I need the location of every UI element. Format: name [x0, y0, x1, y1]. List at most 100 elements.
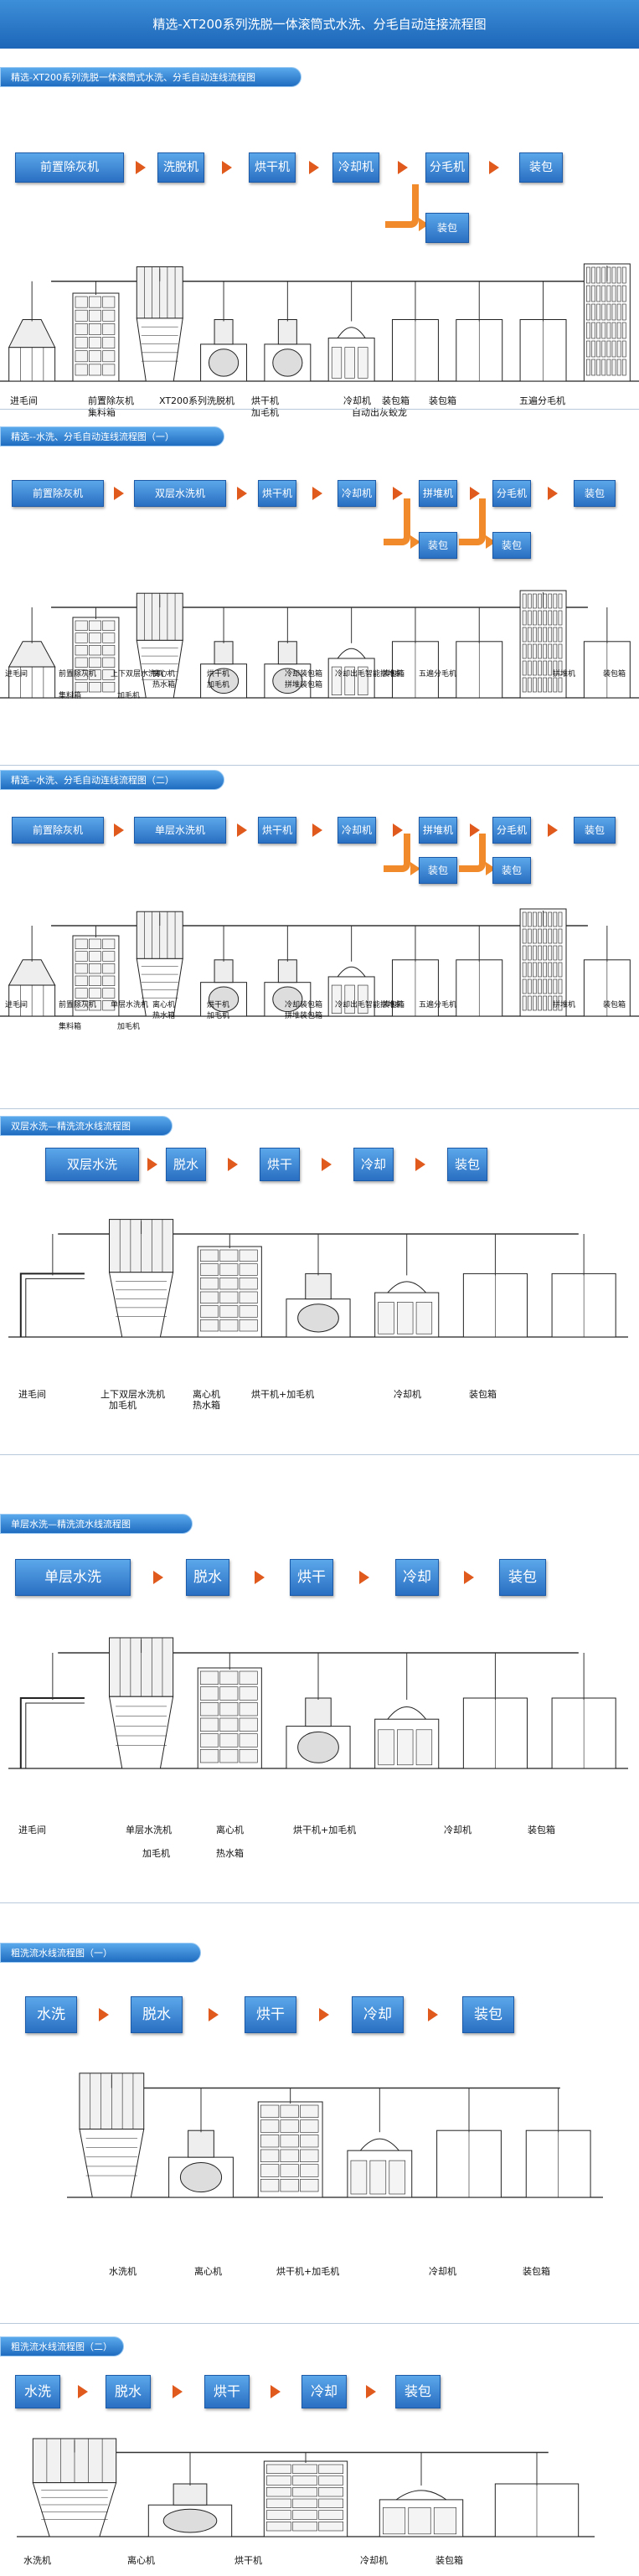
- machine-unit: [72, 935, 120, 1017]
- machine-label: 拼堆机: [553, 670, 576, 679]
- machine-label: 五遍分毛机: [419, 670, 457, 679]
- machine-label: 装包箱: [603, 1001, 626, 1009]
- machine-unit: [374, 1706, 440, 1769]
- process-step-box: 冷却机: [338, 480, 376, 507]
- machine-label: 进毛间: [5, 1001, 28, 1009]
- machine-unit: [147, 2483, 233, 2537]
- flow-section: 单层水洗—精洗流水线流程图单层水洗脱水烘干冷却装包进毛间单层水洗机加毛机离心机热…: [0, 1502, 639, 1904]
- machine-label: 前置除灰机: [59, 1001, 97, 1009]
- machine-unit: [168, 2129, 234, 2198]
- machine-unit: [136, 266, 183, 382]
- machine-unit: [32, 2438, 117, 2537]
- machine-label: 热水箱: [152, 681, 176, 689]
- machine-label: 烘干机: [207, 670, 230, 679]
- flow-arrow: [397, 161, 408, 174]
- machine-label: 拼堆机: [553, 1001, 576, 1009]
- flow-arrow: [489, 161, 499, 174]
- section-divider: [0, 765, 639, 766]
- machine-label: 上下双层水洗机: [100, 1389, 165, 1400]
- flow-arrow: [237, 823, 247, 837]
- section-title: 粗洗流水线流程图（一）: [0, 1943, 201, 1963]
- machine-unit: [8, 641, 56, 699]
- process-step-box: 烘干: [290, 1559, 333, 1596]
- machine-label: XT200系列洗脱机: [159, 395, 235, 406]
- machine-label: 拼堆装包箱: [285, 1012, 323, 1020]
- machine-unit: [8, 319, 56, 382]
- branch-arrow-head: [410, 862, 420, 875]
- machine-label: 烘干机: [234, 2555, 262, 2566]
- flow-arrow: [470, 487, 480, 500]
- machine-label: 加毛机: [142, 1848, 170, 1859]
- machine-label: 离心机: [152, 1001, 176, 1009]
- flow-arrow: [366, 2385, 376, 2398]
- machine-unit: [286, 1697, 351, 1769]
- process-step-box: 脱水: [186, 1559, 229, 1596]
- machine-unit: [264, 641, 312, 699]
- process-step-box: 水洗: [15, 2375, 60, 2408]
- machine-label: 自动出灰蛟龙: [352, 407, 407, 418]
- process-step-box: 单层水洗: [15, 1559, 131, 1596]
- process-step-box: 烘干机: [258, 480, 296, 507]
- machine-label: 离心机: [193, 1389, 220, 1400]
- machine-unit: [391, 319, 439, 382]
- flow-arrow: [173, 2385, 183, 2398]
- section-divider: [0, 409, 639, 410]
- process-step-box: 前置除灰机: [15, 152, 124, 183]
- flow-arrow: [153, 1571, 163, 1584]
- process-step-box: 水洗: [25, 1996, 77, 2033]
- process-step-box: 烘干: [245, 1996, 296, 2033]
- branch-elbow-arrow: [384, 498, 410, 545]
- process-step-box: 前置除灰机: [12, 480, 104, 507]
- machine-label: 集料箱: [59, 692, 82, 700]
- flow-arrow: [237, 487, 247, 500]
- flow-section: 粗洗流水线流程图（一）水洗脱水烘干冷却装包水洗机离心机烘干机+加毛机冷却机装包箱: [0, 1931, 639, 2325]
- flow-arrow: [322, 1158, 332, 1171]
- machine-label: 烘干机: [207, 1001, 230, 1009]
- flow-arrow: [228, 1158, 238, 1171]
- machine-label: 进毛间: [18, 1389, 46, 1400]
- process-step-box: 冷却机: [338, 817, 376, 844]
- process-step-box: 装包: [499, 1559, 546, 1596]
- flow-section: 粗洗流水线流程图（二）水洗脱水烘干冷却装包水洗机离心机烘干机冷却机装包箱: [0, 2325, 639, 2576]
- machine-unit: [72, 292, 120, 382]
- machine-label: 冷却出毛智能拼堆机: [335, 1001, 404, 1009]
- machine-label: 加毛机: [207, 1012, 230, 1020]
- machine-label: 冷却机: [394, 1389, 421, 1400]
- branch-elbow-arrow: [459, 498, 486, 545]
- process-step-box: 烘干: [260, 1148, 300, 1181]
- machine-label: 离心机: [194, 2266, 222, 2277]
- machine-label: 烘干机+加毛机: [276, 2266, 340, 2277]
- branch-elbow-arrow: [459, 834, 486, 872]
- flow-arrow: [415, 1158, 425, 1171]
- flow-arrow: [312, 487, 322, 500]
- machine-label: 上下双层水洗机: [111, 670, 164, 679]
- flow-arrow: [464, 1571, 474, 1584]
- branch-arrow-head: [410, 535, 420, 549]
- process-step-box: 冷却: [301, 2375, 347, 2408]
- machine-unit: [263, 2460, 348, 2537]
- flow-arrow: [255, 1571, 265, 1584]
- flow-arrow: [271, 2385, 281, 2398]
- machine-label: 进毛间: [10, 395, 38, 406]
- branch-step-box: 装包: [419, 857, 457, 884]
- machine-label: 集料箱: [59, 1023, 82, 1031]
- machine-unit: [108, 1637, 174, 1769]
- flow-arrow: [392, 823, 403, 837]
- equipment-illustration: [8, 1219, 628, 1338]
- machine-label: 离心机: [152, 670, 176, 679]
- process-step-box: 装包: [395, 2375, 441, 2408]
- machine-unit: [583, 641, 631, 699]
- machine-unit: [583, 959, 631, 1017]
- machine-unit: [494, 2483, 580, 2537]
- flow-arrow: [547, 823, 558, 837]
- machine-unit: [462, 1697, 528, 1769]
- flow-arrow: [99, 2008, 109, 2021]
- equipment-illustration: [17, 2438, 595, 2537]
- machine-label: 冷却机: [360, 2555, 388, 2566]
- branch-elbow-arrow: [384, 834, 410, 872]
- section-divider: [0, 2323, 639, 2324]
- process-step-box: 双层水洗: [45, 1148, 139, 1181]
- machine-label: 离心机: [127, 2555, 155, 2566]
- section-title: 单层水洗—精洗流水线流程图: [0, 1514, 193, 1534]
